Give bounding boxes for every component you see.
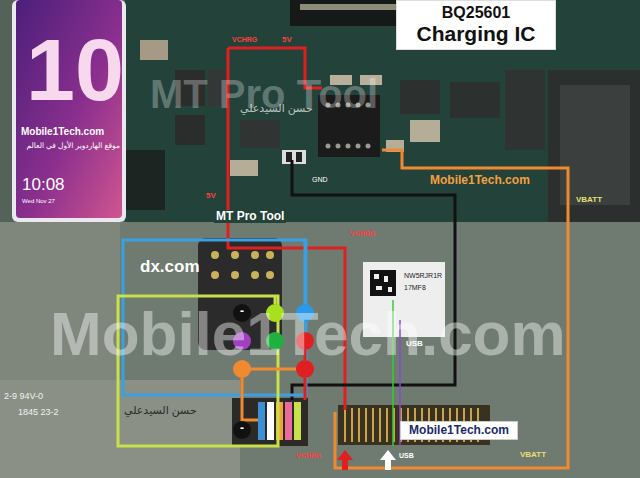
screen-clock: 10:08 — [22, 176, 65, 195]
signal-name: 5V — [282, 36, 292, 45]
screen-text: موقع الهاردوير الأول في العالم — [18, 142, 120, 150]
node-heading: Mobile1Tech.com — [408, 424, 510, 437]
polarity-sign: - — [240, 305, 244, 318]
label-code: 17MF8 — [404, 284, 426, 292]
signal-name: 5V — [206, 192, 216, 201]
author-mark: حسن السيدعلي — [124, 404, 197, 416]
signal-name: VCHRG — [350, 230, 375, 238]
label-code: NW5RJR1R — [404, 272, 442, 280]
signal-name: VBATT — [520, 451, 546, 460]
node-text: Charging IC — [405, 22, 547, 45]
screen-number: 10 — [26, 22, 124, 119]
signal-name: VCHRG — [232, 36, 257, 44]
signal-name: USB — [406, 340, 423, 349]
watermark: Mobile1Tech.com — [50, 300, 566, 368]
chip-label-box: BQ25601Charging IC — [396, 0, 556, 50]
board-marking: 1845 23-2 — [18, 408, 59, 418]
watermark: Mobile1Tech.com — [430, 174, 530, 187]
signal-name: GND — [312, 176, 328, 184]
signal-name: VBATT — [576, 196, 602, 205]
signal-name: VCHRG — [296, 452, 321, 460]
signal-name: USB — [399, 452, 414, 460]
connector-label-box: Mobile1Tech.com — [400, 421, 518, 440]
author-mark: حسن السيدعلي — [240, 102, 313, 114]
node-heading: BQ25601 — [405, 4, 547, 22]
screen-text: Mobile1Tech.com — [21, 126, 104, 137]
polarity-sign: - — [240, 422, 244, 435]
board-marking: 2-9 94V-0 — [4, 392, 43, 402]
watermark: dx.com — [140, 258, 200, 277]
screen-date: Wed Nov 27 — [22, 198, 55, 205]
watermark: MT Pro Tool — [214, 210, 286, 223]
